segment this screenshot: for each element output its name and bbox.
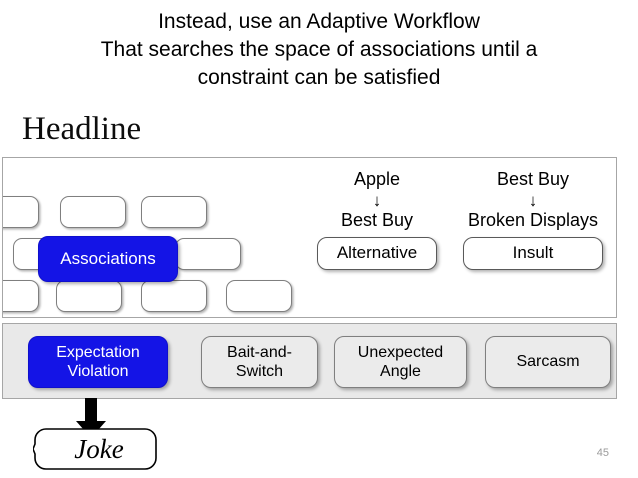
selected-association-node[interactable]: Associations [38,236,178,282]
example-arrow-icon: ↓ [372,190,382,210]
mechanism-chip[interactable]: Sarcasm [485,336,611,388]
example-target-word: Broken Displays [467,210,599,231]
association-brick[interactable] [60,196,126,228]
association-brick[interactable] [3,280,39,312]
mechanism-chip[interactable]: Unexpected Angle [334,336,467,388]
association-brick[interactable] [56,280,122,312]
slide-title-line-1: Instead, use an Adaptive Workflow [158,10,480,33]
mechanism-chip-label: Unexpected Angle [357,343,444,380]
mechanism-chip[interactable]: Bait-and- Switch [201,336,318,388]
example-relation-chip[interactable]: Alternative [317,236,437,270]
mechanism-chip-label: Sarcasm [516,353,580,371]
slide-number: 45 [596,447,609,459]
association-brick[interactable] [226,280,292,312]
association-brick[interactable] [141,196,207,228]
association-brick[interactable] [141,280,207,312]
mechanism-chip-selected[interactable]: Expectation Violation [28,336,168,388]
example-target-word: Best Buy [340,210,414,231]
association-brick[interactable] [175,238,241,270]
mechanism-chip-label: Bait-and- Switch [227,343,292,380]
slide-title-line-2: That searches the space of associations … [100,37,538,61]
example-source-word: Apple [353,169,401,189]
example-arrow-icon: ↓ [528,190,538,210]
slide-title: Instead, use an Adaptive Workflow That s… [0,8,638,92]
example-source-word: Best Buy [496,169,570,189]
mechanism-band: Expectation Violation Bait-and- Switch Une… [2,323,617,399]
example-relation-chip[interactable]: Insult [463,236,603,270]
selected-association-label: Associations [60,248,156,268]
slide-title-line-3: constraint can be satisfied [197,65,441,89]
mechanism-chip-label: Expectation Violation [56,343,140,380]
joke-output-label: Joke [74,433,124,464]
headline-text: Headline [22,111,142,147]
association-brick[interactable] [3,196,39,228]
joke-output-callout[interactable]: Joke [33,428,157,470]
